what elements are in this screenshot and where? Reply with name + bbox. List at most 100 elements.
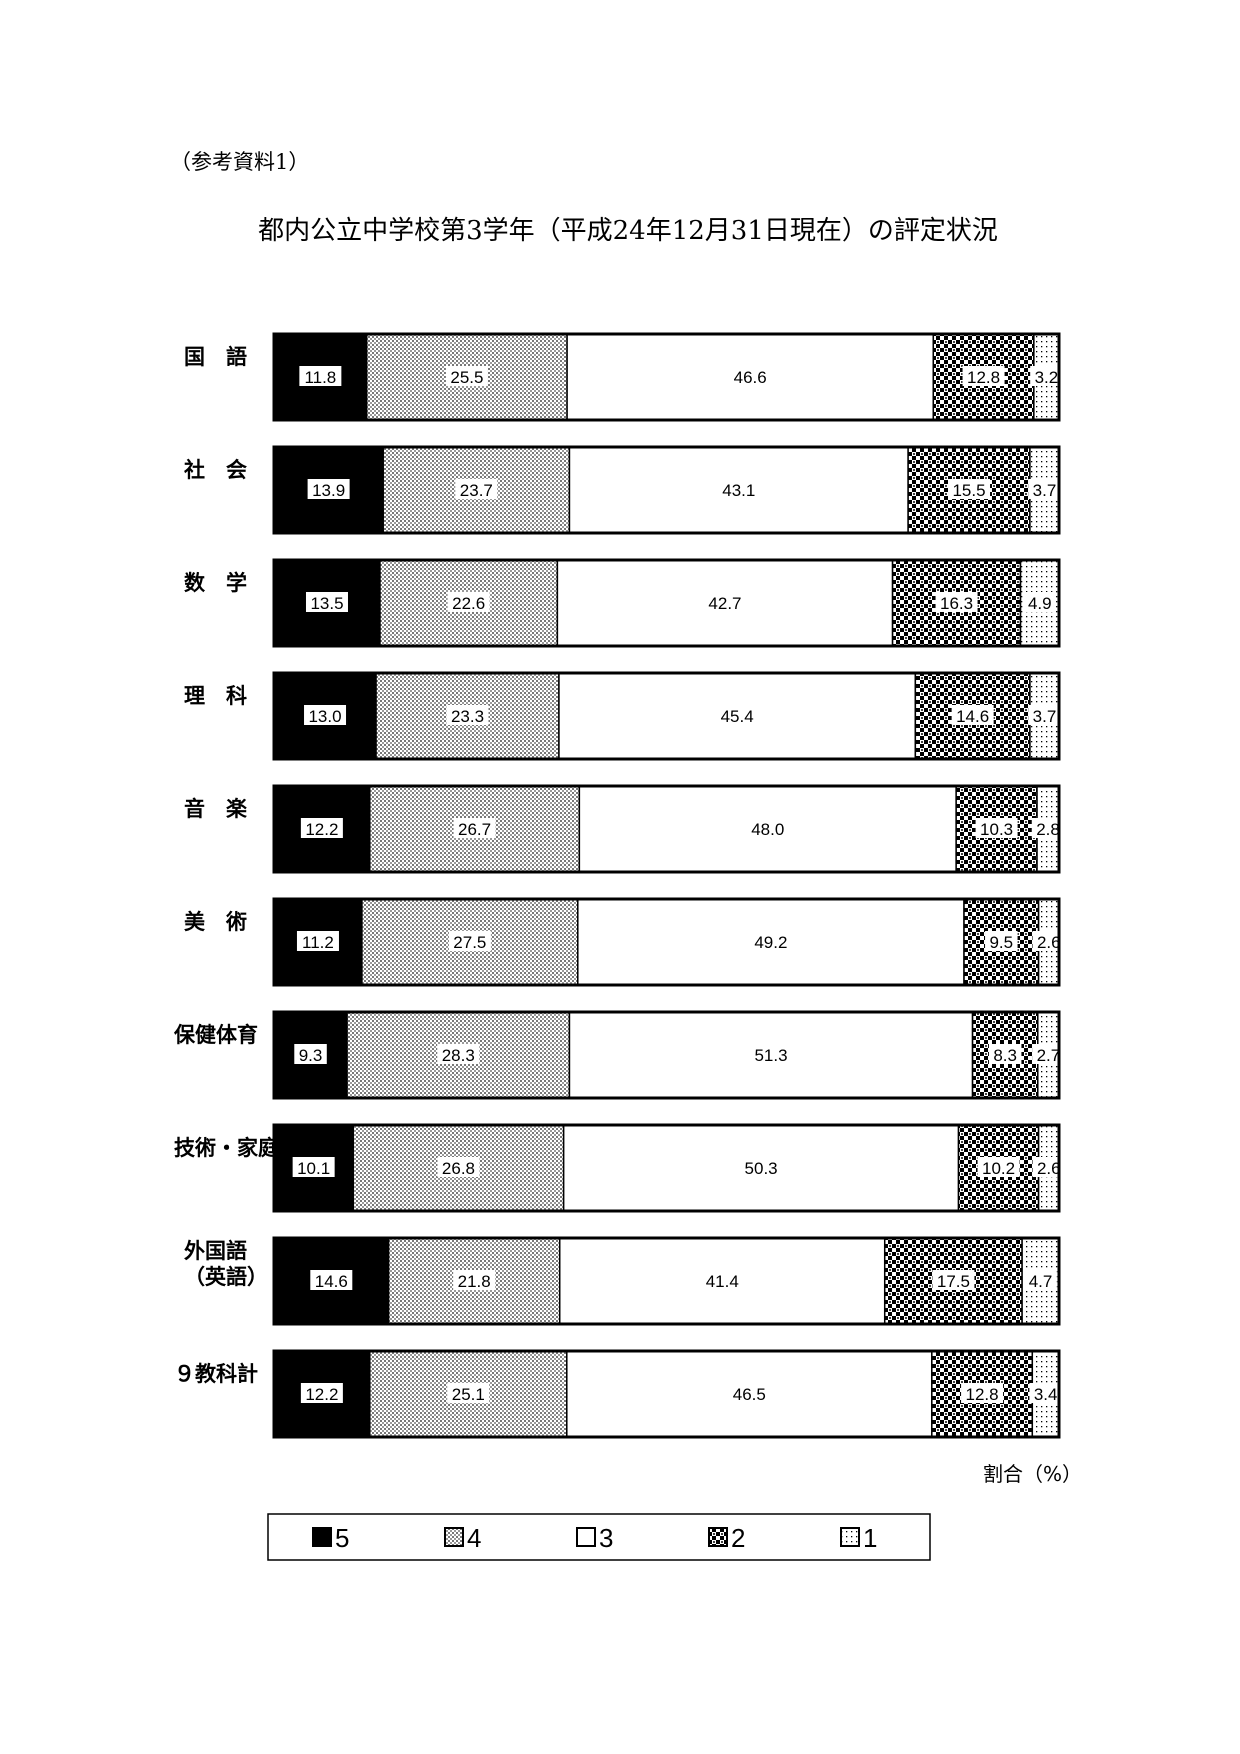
- data-label: 10.1: [297, 1159, 330, 1178]
- data-label: 10.2: [982, 1159, 1015, 1178]
- data-label-bg: [299, 366, 342, 386]
- data-label-bg: [961, 1383, 1004, 1403]
- bar-outline: [272, 1010, 1061, 1100]
- legend-item: 5: [312, 1523, 349, 1553]
- data-label-bg: [1024, 1270, 1057, 1290]
- data-label-bg: [437, 1157, 480, 1177]
- bar-outline: [272, 671, 1061, 761]
- data-label: 42.7: [708, 594, 741, 613]
- data-label: 14.6: [956, 707, 989, 726]
- data-label: 2.6: [1037, 933, 1061, 952]
- data-label-bg: [1029, 1383, 1062, 1403]
- data-label-bg: [701, 1270, 744, 1290]
- data-label-bg: [717, 479, 760, 499]
- data-label-bg: [729, 366, 772, 386]
- legend-swatch: [840, 1527, 860, 1547]
- data-label-bg: [292, 1157, 335, 1177]
- data-label: 4.9: [1028, 594, 1052, 613]
- data-label: 2.8: [1036, 820, 1060, 839]
- bar-outline: [272, 445, 1061, 535]
- data-label: 15.5: [952, 481, 985, 500]
- data-label-bg: [455, 479, 498, 499]
- category-label: （英語）: [184, 1265, 268, 1289]
- category-label: 理 科: [184, 684, 247, 708]
- bar-outline: [272, 1236, 1061, 1326]
- data-label-bg: [716, 705, 759, 725]
- data-label-bg: [1028, 479, 1061, 499]
- legend-label: 5: [335, 1523, 349, 1553]
- data-label-bg: [750, 1044, 793, 1064]
- data-label: 23.7: [460, 481, 493, 500]
- data-label: 3.7: [1033, 481, 1057, 500]
- category-label: 美 術: [184, 910, 247, 934]
- data-label-bg: [448, 931, 491, 951]
- chart-title: 都内公立中学校第3学年（平成24年12月31日現在）の評定状況: [258, 216, 998, 246]
- data-label-bg: [977, 1157, 1020, 1177]
- data-label-bg: [1030, 366, 1063, 386]
- data-label-bg: [962, 366, 1005, 386]
- data-label: 25.5: [450, 368, 483, 387]
- data-label-bg: [935, 592, 978, 612]
- data-label-bg: [446, 705, 489, 725]
- bar-outline: [272, 1349, 1061, 1439]
- data-label-bg: [740, 1157, 783, 1177]
- data-label: 3.4: [1034, 1385, 1058, 1404]
- data-label-bg: [445, 366, 488, 386]
- data-label: 46.5: [733, 1385, 766, 1404]
- data-label: 46.6: [734, 368, 767, 387]
- data-label-bg: [728, 1383, 771, 1403]
- data-label: 22.6: [452, 594, 485, 613]
- data-label: 48.0: [751, 820, 784, 839]
- data-label: 17.5: [937, 1272, 970, 1291]
- legend-item: 3: [576, 1523, 613, 1553]
- data-label: 8.3: [993, 1046, 1017, 1065]
- data-label: 45.4: [721, 707, 754, 726]
- data-label-bg: [985, 931, 1018, 951]
- data-label-bg: [1032, 931, 1066, 951]
- data-label: 9.3: [299, 1046, 323, 1065]
- data-label: 41.4: [706, 1272, 739, 1291]
- data-label-bg: [453, 818, 496, 838]
- data-label-bg: [951, 705, 994, 725]
- data-label: 4.7: [1029, 1272, 1053, 1291]
- category-label: 外国語: [184, 1239, 247, 1263]
- category-label: ９教科計: [174, 1362, 258, 1386]
- data-label-bg: [746, 818, 789, 838]
- data-label: 51.3: [754, 1046, 787, 1065]
- bar-outline: [272, 1123, 1061, 1213]
- data-label-bg: [447, 1383, 490, 1403]
- data-label-bg: [1023, 592, 1057, 612]
- data-label: 12.8: [966, 1385, 999, 1404]
- data-label-bg: [453, 1270, 496, 1290]
- data-label-bg: [1028, 705, 1061, 725]
- bar-outline: [272, 558, 1061, 648]
- legend-item: 1: [840, 1523, 877, 1553]
- data-label: 3.7: [1033, 707, 1057, 726]
- data-label: 13.5: [310, 594, 343, 613]
- category-label: 音 楽: [184, 797, 248, 821]
- data-label: 14.6: [315, 1272, 348, 1291]
- legend-label: 1: [863, 1523, 877, 1553]
- data-label: 12.2: [305, 820, 338, 839]
- reference-label: （参考資料1）: [170, 150, 310, 174]
- legend-swatch: [708, 1527, 728, 1547]
- data-label-bg: [703, 592, 746, 612]
- legend-swatch: [444, 1527, 464, 1547]
- data-label: 2.6: [1037, 1159, 1061, 1178]
- category-label: 社 会: [183, 458, 247, 482]
- data-label: 11.2: [302, 933, 334, 952]
- data-label-bg: [437, 1044, 480, 1064]
- legend-item: 2: [708, 1523, 745, 1553]
- data-label-bg: [300, 1383, 343, 1403]
- data-label-bg: [749, 931, 792, 951]
- data-label: 43.1: [722, 481, 755, 500]
